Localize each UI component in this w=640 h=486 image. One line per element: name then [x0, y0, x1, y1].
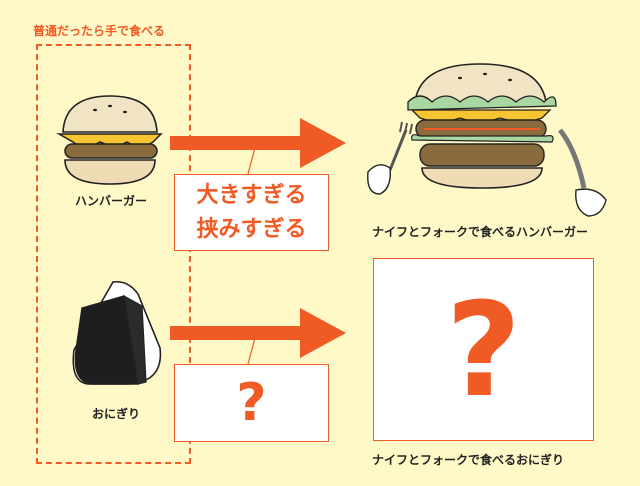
- question-mark: ?: [445, 273, 522, 426]
- section-title: 普通だったら手で食べる: [33, 24, 166, 38]
- reason-line-2: 挟みすぎる: [196, 217, 307, 242]
- question-mark: ?: [236, 373, 267, 433]
- hand-eaten-group: [36, 44, 191, 464]
- callout-line: [247, 143, 257, 175]
- unknown-reason-box: ?: [174, 364, 329, 442]
- reason-box: 大きすぎる 挟みすぎる: [174, 174, 329, 251]
- hamburger-icon: [56, 95, 163, 185]
- knife-fork-burger-icon: [367, 63, 607, 217]
- result-caption-onigiri: ナイフとフォークで食べるおにぎり: [372, 453, 565, 467]
- callout-line: [247, 333, 257, 365]
- onigiri-icon: [72, 280, 162, 385]
- onigiri-label: おにぎり: [92, 407, 141, 421]
- reason-line-1: 大きすぎる: [196, 183, 307, 208]
- result-caption-hamburger: ナイフとフォークで食べるハンバーガー: [372, 225, 589, 239]
- arrow-right-icon: [170, 118, 346, 168]
- hamburger-label: ハンバーガー: [75, 194, 148, 208]
- unknown-result-box: ?: [373, 258, 594, 441]
- arrow-right-icon: [170, 308, 346, 358]
